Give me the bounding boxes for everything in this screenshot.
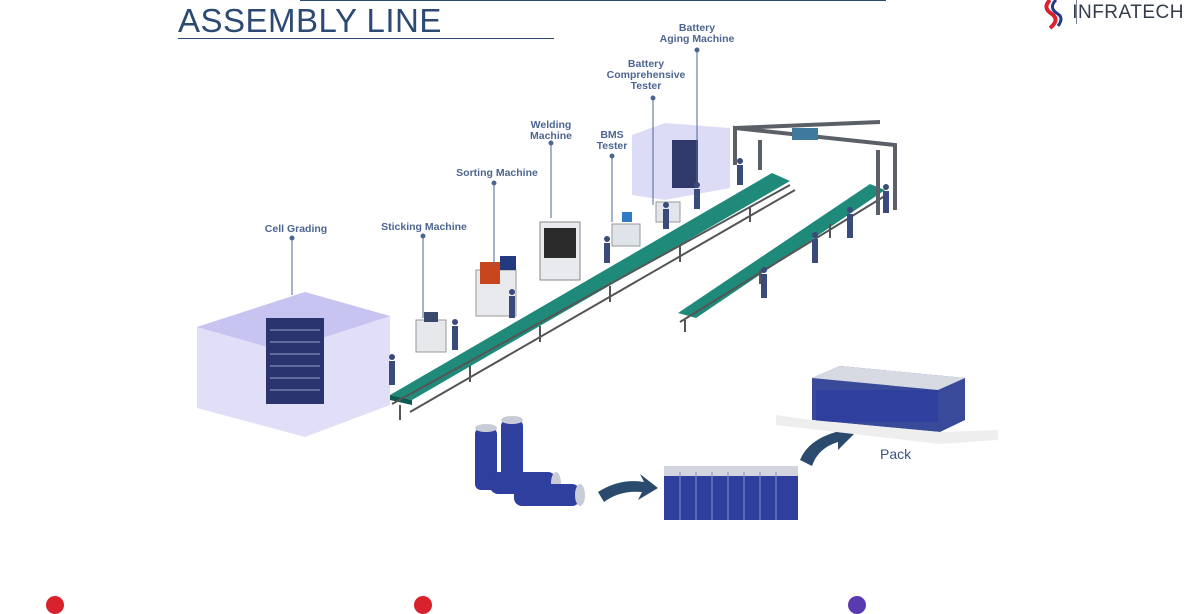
label-pack: Pack bbox=[880, 446, 912, 462]
brand-logo-icon bbox=[1044, 0, 1063, 30]
battery-pack bbox=[776, 366, 998, 444]
cell-grading-enclosure bbox=[197, 292, 390, 437]
welding-machine-unit bbox=[539, 221, 581, 281]
flow-arrow-icon bbox=[598, 474, 658, 502]
callout-leader-lines bbox=[289, 47, 700, 318]
battery-cells bbox=[475, 416, 585, 506]
title-underline bbox=[178, 38, 554, 39]
worker-figures bbox=[389, 158, 889, 385]
label-battery-comprehensive-tester: Battery Comprehensive Tester bbox=[606, 58, 686, 92]
brand-name: INFRATECH bbox=[1072, 2, 1184, 23]
bottom-indicator-red bbox=[414, 596, 432, 614]
flow-arrow-icon bbox=[800, 424, 856, 466]
sticking-machine-unit bbox=[415, 312, 447, 353]
bottom-indicator-red bbox=[46, 596, 64, 614]
label-sticking-machine: Sticking Machine bbox=[381, 221, 467, 233]
brand-separator bbox=[1076, 0, 1077, 24]
label-cell-grading: Cell Grading bbox=[264, 223, 328, 235]
secondary-conveyor bbox=[678, 184, 889, 332]
aging-machine-enclosure bbox=[632, 123, 730, 200]
assembly-line-diagram bbox=[197, 47, 998, 520]
label-sorting-machine: Sorting Machine bbox=[456, 167, 538, 179]
gantry-hoist bbox=[792, 128, 818, 140]
label-welding-machine: Welding Machine bbox=[529, 119, 572, 142]
main-conveyor bbox=[390, 173, 796, 420]
battery-module bbox=[664, 466, 798, 520]
bottom-indicator-purple bbox=[848, 596, 866, 614]
bms-tester-unit bbox=[611, 212, 641, 247]
page-title: ASSEMBLY LINE bbox=[178, 2, 442, 39]
header-top-rule bbox=[300, 0, 886, 1]
label-battery-aging-machine: Battery Aging Machine bbox=[659, 22, 735, 45]
label-bms-tester: BMS Tester bbox=[596, 129, 628, 152]
